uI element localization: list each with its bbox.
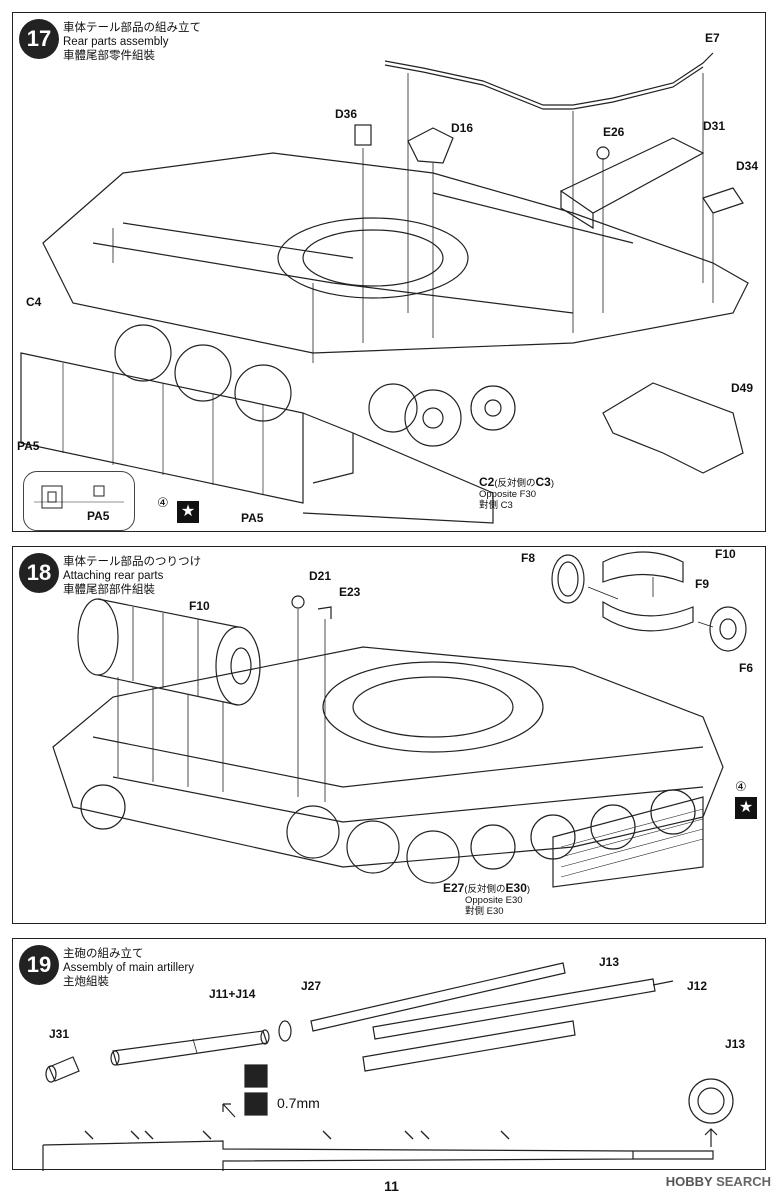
step-19-title-zh: 主炮組裝: [63, 976, 109, 988]
c2-part-note: C2(反対側のC3) Opposite F30 對側 C3: [479, 475, 555, 511]
c3-label: C3: [535, 475, 551, 489]
pa5-detail-drawing: [34, 485, 124, 509]
step-18-title-en: Attaching rear parts: [63, 570, 164, 582]
label-d36: D36: [335, 107, 358, 121]
label-d34: D34: [736, 159, 759, 173]
watermark-brand: HOBBY: [665, 1174, 713, 1189]
label-j11-j14: J11+J14: [209, 987, 256, 1001]
e27-part-note: E27(反対側のE30) Opposite E30 對側 E30: [443, 881, 531, 917]
step-17-title-zh: 車體尾部零件組裝: [63, 50, 155, 62]
step-19-title: 主砲の組み立て Assembly of main artillery 主炮組裝: [63, 947, 194, 989]
c2-note-close: ): [550, 478, 555, 489]
drill-size: 0.7mm: [277, 1095, 320, 1111]
step-number-19: 19: [19, 945, 59, 985]
label-j13-top: J13: [599, 955, 620, 969]
e30-label: E30: [505, 881, 527, 895]
label-e23: E23: [339, 585, 361, 599]
e27-note-en: Opposite E30: [465, 895, 523, 906]
step-19-title-ja: 主砲の組み立て: [63, 948, 144, 960]
c2-note-en: Opposite F30: [479, 489, 537, 500]
label-pa5-inset: PA5: [87, 509, 110, 523]
step-18-title-zh: 車體尾部部件組裝: [63, 584, 155, 596]
step-17-hull-drawing: [20, 52, 749, 524]
e27-label: E27: [443, 881, 465, 895]
step-18-title-ja: 車体テール部品のつりつけ: [63, 556, 202, 568]
label-pa5-bottom: PA5: [241, 511, 264, 525]
step-18-title: 車体テール部品のつりつけ Attaching rear parts 車體尾部部件…: [63, 555, 201, 597]
hobbysearch-watermark: HOBBY SEARCH: [666, 1174, 771, 1189]
star-icon-step18: ★: [735, 797, 757, 819]
label-j12: J12: [687, 979, 708, 993]
label-f6: F6: [739, 661, 754, 675]
e27-note-close: ): [526, 884, 531, 895]
step-18-hull-drawing: [52, 551, 747, 888]
step-19-barrel-drawing: [42, 962, 734, 1171]
label-f10-left: F10: [189, 599, 210, 613]
c2-label: C2: [479, 475, 495, 489]
watermark-brand2: SEARCH: [716, 1174, 771, 1189]
step-18-panel: 18 車体テール部品のつりつけ Attaching rear parts 車體尾…: [12, 546, 766, 924]
step-17-title-ja: 車体テール部品の組み立て: [63, 22, 201, 34]
label-j31: J31: [49, 1027, 70, 1041]
step-17-panel: 17 車体テール部品の組み立て Rear parts assembly 車體尾部…: [12, 12, 766, 532]
label-f8: F8: [521, 551, 536, 565]
step-number-17: 17: [19, 19, 59, 59]
label-d21: D21: [309, 569, 332, 583]
label-pa5-left: PA5: [17, 439, 40, 453]
pa5-detail-inset: [23, 471, 135, 531]
label-f10-top: F10: [715, 547, 736, 561]
label-d49: D49: [731, 381, 754, 395]
c2-note: (反対側の: [494, 478, 536, 489]
circle-ref-4-step18: ④: [735, 779, 747, 794]
label-e26: E26: [603, 125, 625, 139]
e27-note: (反対側の: [464, 884, 506, 895]
page-number: 11: [384, 1178, 399, 1194]
label-j27: J27: [301, 979, 322, 993]
label-j13-detail: J13: [725, 1037, 746, 1051]
label-f9: F9: [695, 577, 710, 591]
step-19-panel: 19 主砲の組み立て Assembly of main artillery 主炮…: [12, 938, 766, 1171]
step-17-title-en: Rear parts assembly: [63, 36, 169, 48]
label-d16: D16: [451, 121, 474, 135]
label-c4: C4: [26, 295, 42, 309]
c2-note-zh: 對側 C3: [479, 500, 513, 511]
label-d31: D31: [703, 119, 726, 133]
e27-note-zh: 對側 E30: [465, 906, 504, 917]
label-e7: E7: [705, 31, 720, 45]
circle-ref-4: ④: [157, 495, 169, 510]
star-icon: ★: [177, 501, 199, 523]
step-19-title-en: Assembly of main artillery: [63, 962, 195, 974]
step-17-title: 車体テール部品の組み立て Rear parts assembly 車體尾部零件組…: [63, 21, 201, 63]
step-number-18: 18: [19, 553, 59, 593]
